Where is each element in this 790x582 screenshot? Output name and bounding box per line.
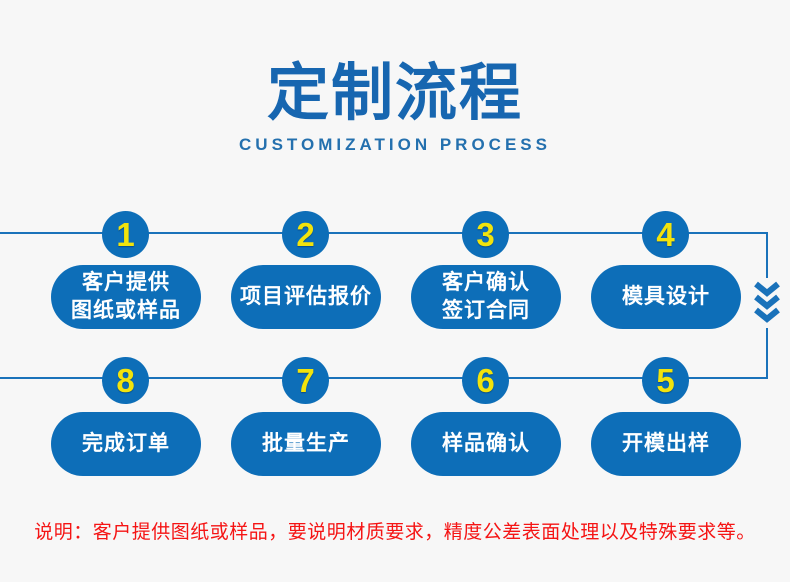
step-4-number-badge: 4: [642, 211, 689, 258]
step-2-pill: 项目评估报价: [231, 265, 381, 329]
step-3-number: 3: [476, 216, 495, 253]
step-6-pill: 样品确认: [411, 412, 561, 476]
step-8-number-badge: 8: [102, 357, 149, 404]
step-5-pill: 开模出样: [591, 412, 741, 476]
step-1-number-badge: 1: [102, 211, 149, 258]
triple-chevron-down-icon: [751, 278, 783, 328]
step-3-label: 客户确认 签订合同: [442, 270, 530, 322]
step-6-number-badge: 6: [462, 357, 509, 404]
step-7-number: 7: [296, 362, 315, 399]
step-7-pill: 批量生产: [231, 412, 381, 476]
step-6-label: 样品确认: [442, 431, 530, 455]
step-8-label: 完成订单: [82, 431, 170, 455]
step-8-number: 8: [116, 362, 135, 399]
step-4-number: 4: [656, 216, 675, 253]
step-3-number-badge: 3: [462, 211, 509, 258]
step-5-label: 开模出样: [622, 431, 710, 455]
step-5-number-badge: 5: [642, 357, 689, 404]
step-1-label: 客户提供 图纸或样品: [71, 270, 181, 322]
step-5-number: 5: [656, 362, 675, 399]
step-2-number-badge: 2: [282, 211, 329, 258]
instruction-note: 说明：客户提供图纸或样品，要说明材质要求，精度公差表面处理以及特殊要求等。: [34, 522, 756, 543]
step-7-label: 批量生产: [262, 431, 350, 455]
step-3-pill: 客户确认 签订合同: [411, 265, 561, 329]
step-7-number-badge: 7: [282, 357, 329, 404]
step-1-pill: 客户提供 图纸或样品: [51, 265, 201, 329]
step-8-pill: 完成订单: [51, 412, 201, 476]
page-subtitle: CUSTOMIZATION PROCESS: [239, 135, 551, 155]
page-title: 定制流程: [266, 59, 523, 128]
step-6-number: 6: [476, 362, 495, 399]
step-2-label: 项目评估报价: [240, 284, 372, 308]
step-4-label: 模具设计: [622, 284, 710, 308]
title-block: 定制流程 CUSTOMIZATION PROCESS: [0, 59, 790, 155]
step-2-number: 2: [296, 216, 315, 253]
step-1-number: 1: [116, 216, 135, 253]
connector-line-top: [0, 232, 768, 234]
step-4-pill: 模具设计: [591, 265, 741, 329]
connector-line-bottom: [0, 377, 768, 379]
